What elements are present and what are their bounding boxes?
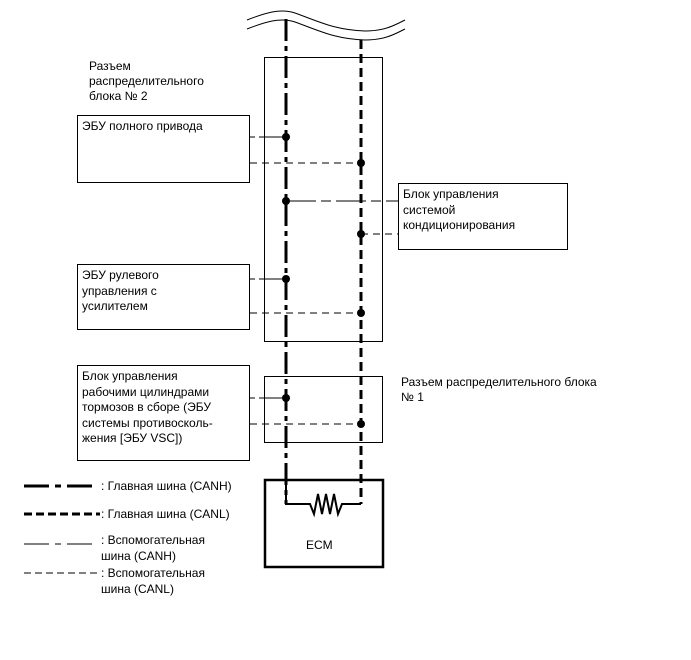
junction-connector-1-box bbox=[264, 376, 383, 443]
junction-connector-2-box bbox=[264, 57, 383, 342]
ac-unit-label: Блок управления системой кондиционирован… bbox=[403, 187, 516, 232]
awd-canl-node bbox=[357, 159, 365, 167]
legend-sub-canl-label: : Вспомогательная шина (CANL) bbox=[101, 566, 205, 596]
awd-ecu-label: ЭБУ полного привода bbox=[82, 119, 203, 133]
ac-canl-node bbox=[357, 230, 365, 238]
junction-connector-1-label: Разъем распределительного блока № 1 bbox=[401, 375, 597, 404]
ac-unit-box bbox=[398, 183, 568, 250]
awd-ecu-box bbox=[77, 115, 250, 183]
break-mark-lower bbox=[246, 19, 406, 41]
awd-canh-node bbox=[282, 133, 290, 141]
ecm-box bbox=[263, 478, 385, 569]
brake-ecu-box bbox=[77, 365, 250, 461]
break-mark-upper bbox=[246, 10, 406, 32]
brake-ecu-label: Блок управления рабочими цилиндрами торм… bbox=[82, 369, 213, 445]
ac-canh-node bbox=[282, 197, 290, 205]
eps-canl-node bbox=[357, 309, 365, 317]
eps-ecu-label: ЭБУ рулевого управления с усилителем bbox=[82, 268, 159, 313]
legend-main-canl-label: : Главная шина (CANL) bbox=[101, 507, 230, 521]
terminating-resistor bbox=[285, 480, 361, 518]
legend-sub-canh-label: : Вспомогательная шина (CANH) bbox=[101, 533, 205, 563]
ecm-label: ECM bbox=[306, 538, 333, 552]
eps-canh-node bbox=[282, 275, 290, 283]
junction-connector-2-label: Разъем распределительного блока № 2 bbox=[89, 59, 204, 103]
eps-ecu-box bbox=[77, 264, 250, 330]
brake-canl-node bbox=[357, 420, 365, 428]
brake-canh-node bbox=[282, 394, 290, 402]
legend-main-canh-label: : Главная шина (CANH) bbox=[101, 479, 232, 493]
